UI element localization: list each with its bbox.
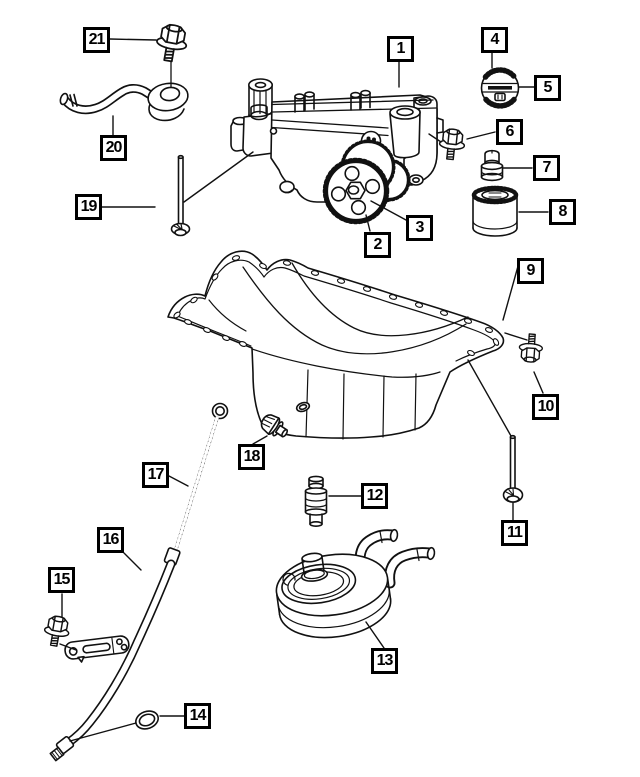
callout-10[interactable]: 10 <box>532 394 559 420</box>
callout-2[interactable]: 2 <box>364 232 391 258</box>
callout-15[interactable]: 15 <box>48 567 75 593</box>
callout-9[interactable]: 9 <box>517 258 544 284</box>
callout-11[interactable]: 11 <box>501 520 528 546</box>
part-pan-bolt-long <box>502 434 524 503</box>
callout-1[interactable]: 1 <box>387 36 414 62</box>
callout-19[interactable]: 19 <box>75 194 102 220</box>
callout-3[interactable]: 3 <box>406 215 433 241</box>
part-timing-sprocket <box>322 157 390 225</box>
pan-flange-bolt-holes <box>173 255 500 357</box>
part-dipstick <box>174 402 229 551</box>
part-drain-plug <box>260 414 289 438</box>
callout-7[interactable]: 7 <box>533 155 560 181</box>
callout-20[interactable]: 20 <box>100 135 127 161</box>
part-oil-pickup-tube <box>59 82 189 122</box>
part-oil-filler-cap <box>480 67 520 109</box>
part-bracket-bolt <box>41 613 72 649</box>
part-oil-cooler <box>275 528 436 639</box>
part-filter-adapter <box>480 149 504 182</box>
callout-21[interactable]: 21 <box>83 27 110 53</box>
leader-lines <box>59 38 549 742</box>
callout-16[interactable]: 16 <box>97 527 124 553</box>
callout-14[interactable]: 14 <box>184 703 211 729</box>
callout-12[interactable]: 12 <box>361 483 388 509</box>
part-pump-bolt-long <box>170 154 191 237</box>
part-oil-pan <box>167 250 505 440</box>
callout-17[interactable]: 17 <box>142 462 169 488</box>
part-pickup-bolt <box>153 21 191 88</box>
tube-bracket <box>64 635 130 663</box>
part-dipstick-tube <box>49 547 181 762</box>
part-oil-filter <box>471 185 519 237</box>
callout-4[interactable]: 4 <box>481 27 508 53</box>
callout-18[interactable]: 18 <box>238 444 265 470</box>
part-cooler-connector <box>304 475 328 527</box>
callout-6[interactable]: 6 <box>496 119 523 145</box>
callout-13[interactable]: 13 <box>371 648 398 674</box>
part-oring <box>135 710 159 730</box>
callout-8[interactable]: 8 <box>549 199 576 225</box>
callout-5[interactable]: 5 <box>534 75 561 101</box>
